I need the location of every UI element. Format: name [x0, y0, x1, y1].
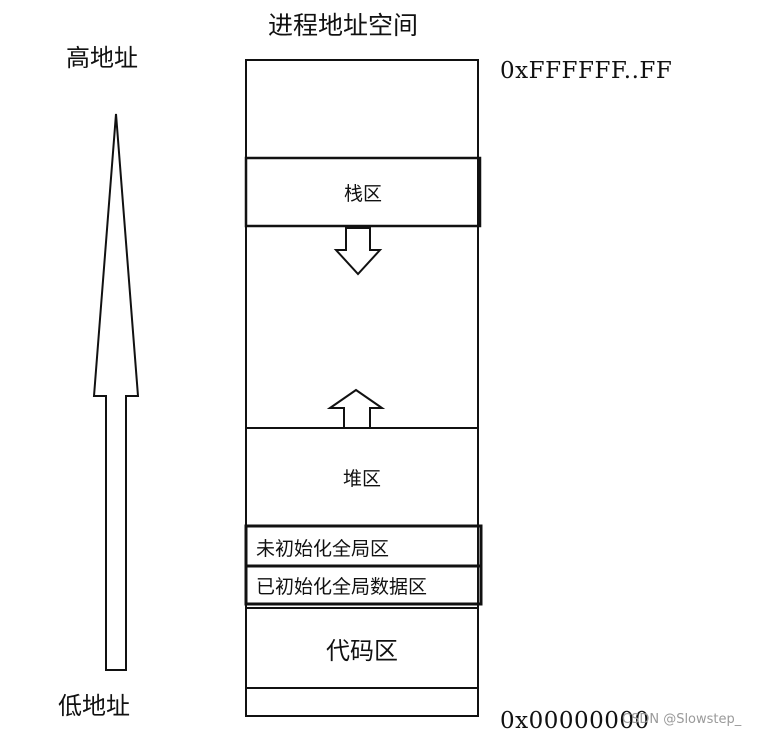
- address-space-column: [245, 59, 479, 717]
- address-direction-arrow-icon: [92, 113, 140, 671]
- heap-growth-arrow-icon: [326, 388, 386, 429]
- stack-segment-label: 栈区: [343, 182, 382, 205]
- stack-segment-box: [244, 156, 482, 228]
- watermark: CSDN @Slowstep_: [622, 712, 742, 727]
- data-segment-box: [244, 564, 483, 606]
- data-segment-label: 已初始化全局数据区: [256, 575, 428, 598]
- bottom-address-value: 0x00000000: [500, 708, 650, 734]
- high-address-label: 高地址: [66, 44, 138, 72]
- heap-segment-label: 堆区: [342, 467, 381, 490]
- code-segment-label: 代码区: [326, 636, 398, 665]
- code-segment-box: [245, 607, 479, 689]
- top-address-value: 0xFFFFFF..FF: [500, 58, 673, 84]
- stack-growth-arrow-icon: [333, 227, 383, 276]
- bss-segment-label: 未初始化全局区: [256, 537, 390, 560]
- low-address-label: 低地址: [58, 692, 130, 720]
- diagram-title: 进程地址空间: [268, 11, 419, 40]
